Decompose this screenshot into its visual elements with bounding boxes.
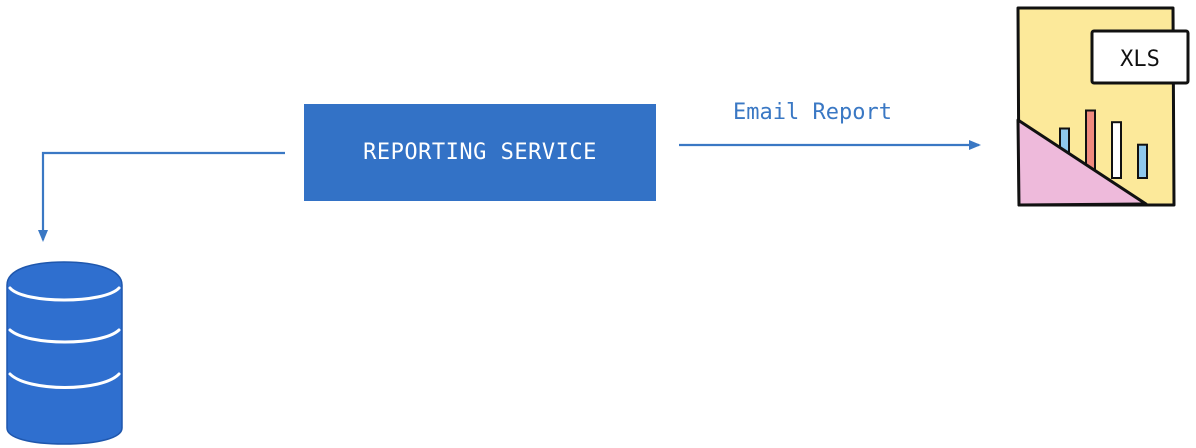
xls-tag-label: XLS (1120, 47, 1160, 72)
chart-bar-4 (1137, 143, 1148, 179)
xls-report-icon: XLS (1016, 6, 1190, 207)
reporting-service-box: REPORTING SERVICE (304, 104, 656, 201)
xls-tag (1090, 29, 1190, 85)
chart-bar-3 (1111, 121, 1122, 179)
reporting-service-label: REPORTING SERVICE (363, 140, 597, 165)
email-report-label: Email Report (733, 100, 892, 125)
database-icon (6, 261, 123, 445)
service-to-database-connector (38, 151, 285, 242)
